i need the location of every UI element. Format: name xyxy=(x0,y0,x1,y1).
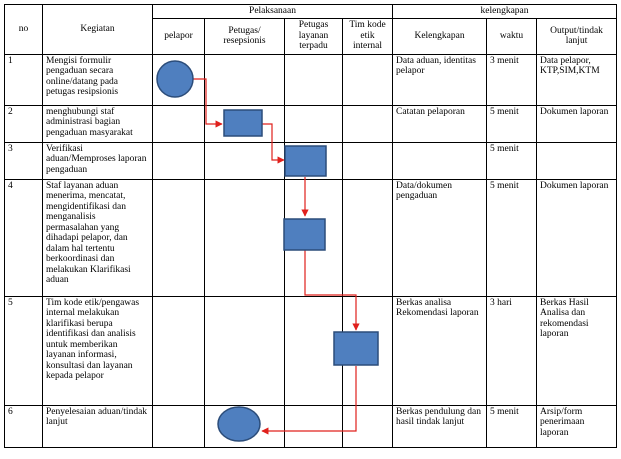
row-output: Dokumen laporan xyxy=(536,178,618,297)
header-petugas-layanan: Petugas layanan terpadu xyxy=(284,17,343,55)
header-tim-kode: Tim kode etik internal xyxy=(341,17,394,55)
cell-resepsionis xyxy=(204,404,285,448)
cell-tim-kode xyxy=(341,53,394,106)
row-kelengkapan xyxy=(392,141,488,180)
row-waktu: 3 menit xyxy=(486,53,538,106)
header-kegiatan: Kegiatan xyxy=(42,4,153,55)
cell-layanan xyxy=(284,141,343,180)
table-row: 6 Penyelesaian aduan/tindak lanjut Berka… xyxy=(4,404,618,448)
header-waktu: waktu xyxy=(486,17,538,55)
row-waktu: 5 menit xyxy=(486,104,538,143)
header-pelaksanaan: Pelaksanaan xyxy=(151,4,394,19)
row-kegiatan: Mengisi formulir pengaduan secara online… xyxy=(42,53,153,106)
row-output: Berkas Hasil Analisa dan rekomendasi lap… xyxy=(536,295,618,406)
row-no: 6 xyxy=(4,404,43,448)
row-kelengkapan: Data/dokumen pengaduan xyxy=(392,178,488,297)
cell-pelapor xyxy=(152,295,205,406)
row-waktu: 3 hari xyxy=(486,295,538,406)
row-output: Dokumen laporan xyxy=(536,104,618,143)
row-kegiatan: Tim kode etik/pengawas internal melakuka… xyxy=(42,295,153,406)
table-row: 1 Mengisi formulir pengaduan secara onli… xyxy=(4,53,618,106)
cell-resepsionis xyxy=(204,104,285,143)
row-kegiatan: Staf layanan aduan menerima, mencatat, m… xyxy=(42,178,153,297)
row-waktu: 5 menit xyxy=(486,178,538,297)
table-row: 5 Tim kode etik/pengawas internal melaku… xyxy=(4,295,618,406)
row-no: 3 xyxy=(4,141,43,180)
row-no: 4 xyxy=(4,178,43,297)
cell-tim-kode xyxy=(341,104,394,143)
cell-pelapor xyxy=(152,104,205,143)
row-kegiatan: Penyelesaian aduan/tindak lanjut xyxy=(42,404,153,448)
row-kegiatan: menghubungi staf administrasi bagian pen… xyxy=(42,104,153,143)
cell-layanan xyxy=(284,53,343,106)
header-pelapor: pelapor xyxy=(152,17,205,55)
header-kelengkapan: Kelengkapan xyxy=(392,17,488,55)
table-row: 4 Staf layanan aduan menerima, mencatat,… xyxy=(4,178,618,297)
row-waktu: 5 menit xyxy=(486,141,538,180)
header-no: no xyxy=(4,4,43,55)
row-no: 2 xyxy=(4,104,43,143)
cell-layanan xyxy=(284,404,343,448)
cell-pelapor xyxy=(152,53,205,106)
cell-pelapor xyxy=(152,178,205,297)
row-no: 5 xyxy=(4,295,43,406)
cell-resepsionis xyxy=(204,178,285,297)
row-kelengkapan: Catatan pelaporan xyxy=(392,104,488,143)
cell-resepsionis xyxy=(204,295,285,406)
procedure-table: no Kegiatan Pelaksanaan kelengkapan pela… xyxy=(4,4,618,448)
header-output: Output/tindak lanjut xyxy=(536,17,618,55)
row-output: Arsip/form penerimaan laporan xyxy=(536,404,618,448)
cell-pelapor xyxy=(152,141,205,180)
table-row: 2 menghubungi staf administrasi bagian p… xyxy=(4,104,618,143)
row-no: 1 xyxy=(4,53,43,106)
cell-layanan xyxy=(284,295,343,406)
cell-tim-kode xyxy=(341,295,394,406)
cell-resepsionis xyxy=(204,141,285,180)
row-output xyxy=(536,141,618,180)
row-waktu: 5 menit xyxy=(486,404,538,448)
row-kelengkapan: Data aduan, identitas pelapor xyxy=(392,53,488,106)
cell-tim-kode xyxy=(341,178,394,297)
header-kelengkapan-group: kelengkapan xyxy=(392,4,618,19)
row-output: Data pelapor, KTP,SIM,KTM xyxy=(536,53,618,106)
header-petugas-resepsionis: Petugas/ resepsionis xyxy=(204,17,285,55)
cell-resepsionis xyxy=(204,53,285,106)
cell-layanan xyxy=(284,178,343,297)
cell-pelapor xyxy=(152,404,205,448)
cell-tim-kode xyxy=(341,141,394,180)
cell-layanan xyxy=(284,104,343,143)
row-kelengkapan: Berkas pendulung dan hasil tindak lanjut xyxy=(392,404,488,448)
cell-tim-kode xyxy=(341,404,394,448)
row-kegiatan: Verifikasi aduan/Memproses laporan penga… xyxy=(42,141,153,180)
table-row: 3 Verifikasi aduan/Memproses laporan pen… xyxy=(4,141,618,180)
row-kelengkapan: Berkas analisa Rekomendasi laporan xyxy=(392,295,488,406)
